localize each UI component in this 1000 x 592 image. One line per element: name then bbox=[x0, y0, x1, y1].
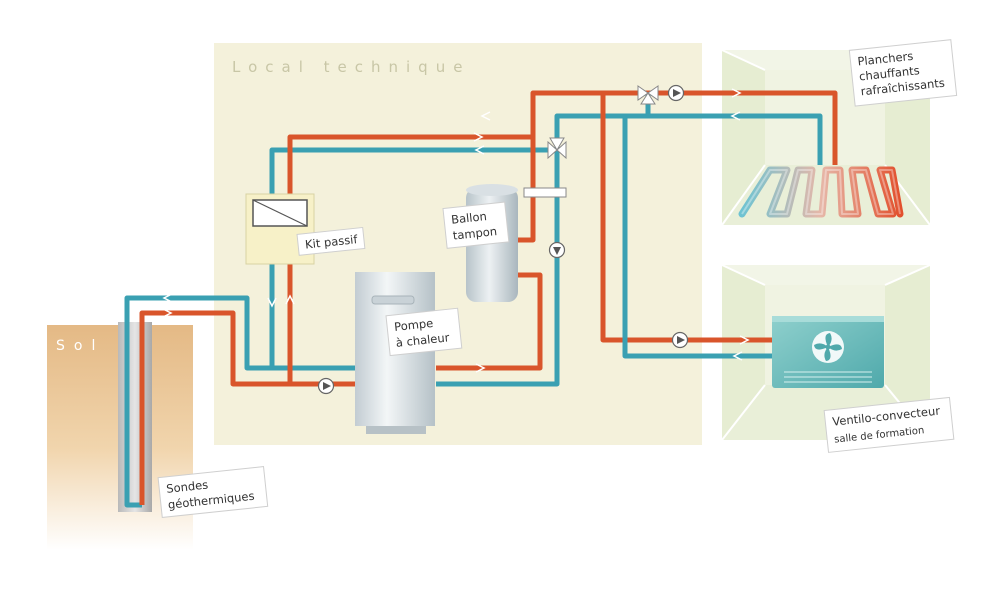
planchers-label-line2: chauffants bbox=[858, 63, 920, 83]
circulator-pump-icon bbox=[548, 241, 566, 259]
circulator-pump-icon bbox=[667, 84, 685, 102]
ballon-label-line1: Ballon bbox=[450, 209, 487, 227]
three-way-valve-middle bbox=[547, 137, 567, 160]
pompe-label-line1: Pompe bbox=[393, 316, 433, 334]
label-pompe-a-chaleur: Pompe à chaleur bbox=[385, 307, 463, 357]
pompe-label-line2: à chaleur bbox=[395, 330, 450, 350]
label-kit-passif: Kit passif bbox=[296, 226, 366, 256]
ballon-label-line2: tampon bbox=[452, 224, 498, 243]
sol-title: Sol bbox=[56, 338, 104, 354]
planchers-label-line1: Planchers bbox=[857, 49, 914, 69]
label-planchers: Planchers chauffants rafraîchissants bbox=[848, 39, 958, 107]
kit-passif-label: Kit passif bbox=[304, 232, 359, 252]
mixing-header bbox=[523, 187, 567, 198]
label-ballon-tampon: Ballon tampon bbox=[442, 201, 510, 249]
local-technique-title: Local technique bbox=[232, 58, 470, 76]
sondes-label-line1: Sondes bbox=[166, 478, 209, 496]
floor-heating-coil bbox=[738, 166, 904, 218]
three-way-valve-top bbox=[637, 85, 659, 105]
label-sondes-geothermiques: Sondes géothermiques bbox=[157, 466, 269, 518]
geothermal-probe bbox=[118, 322, 152, 512]
flow-arrows bbox=[162, 88, 750, 373]
circulator-pump-icon bbox=[671, 331, 689, 349]
label-ventilo-convecteur: Ventilo-convecteur salle de formation bbox=[823, 396, 955, 453]
fan-icon bbox=[812, 331, 844, 363]
circulator-pump-icon bbox=[317, 377, 335, 395]
